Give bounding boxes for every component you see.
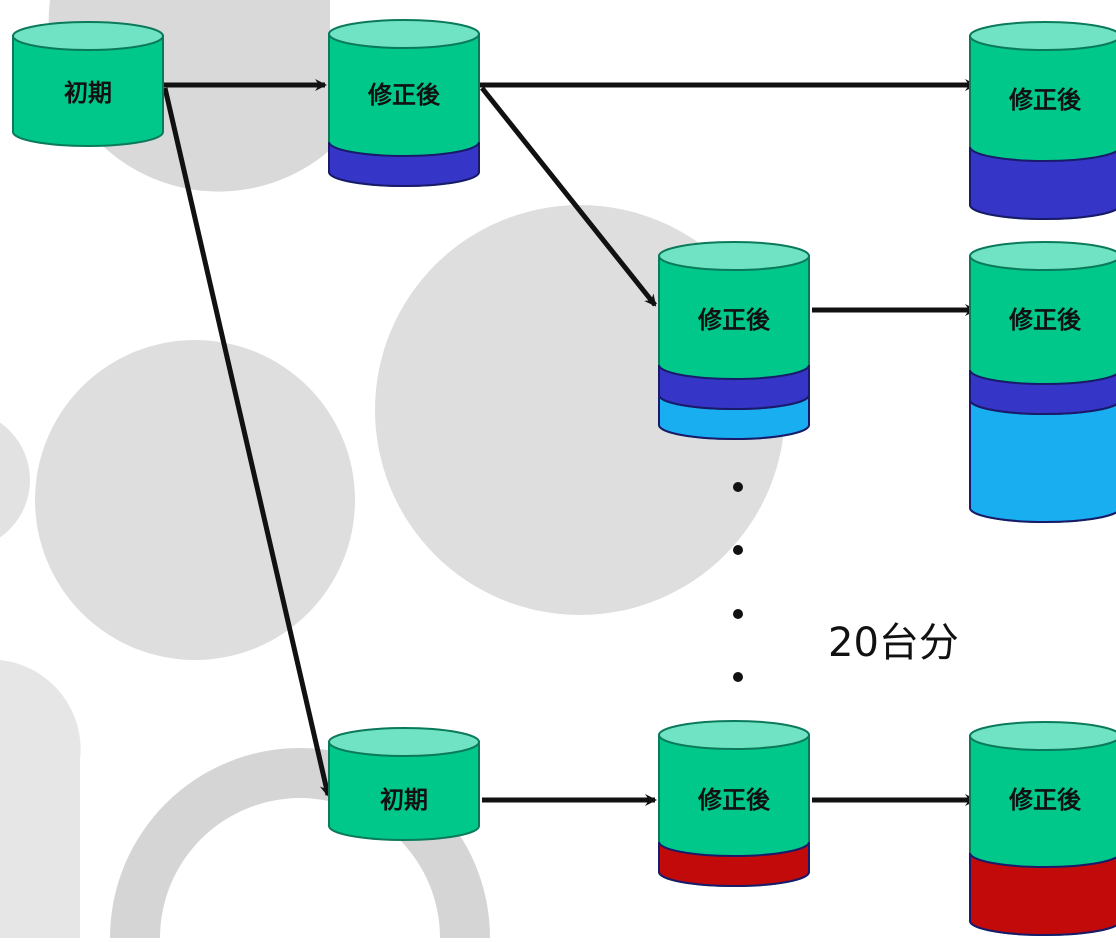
modified-label-top-right: 修正後 [1009, 86, 1081, 114]
modified-cylinder-mid-right-layer-1 [969, 399, 1116, 523]
modified-cylinder-2-layer-2 [658, 364, 810, 410]
modified-label-1: 修正後 [368, 81, 440, 109]
modified-cylinder-3-layer-1 [658, 841, 810, 887]
count-label: 20台分 [828, 620, 959, 666]
modified-cylinder-1-top [328, 19, 480, 49]
initial-cylinder-top-top [12, 21, 164, 51]
ellipsis-dot-1 [733, 482, 743, 492]
modified-cylinder-2 [658, 241, 810, 440]
ellipsis-dot-4 [733, 672, 743, 682]
background-ring-bottom-left [0, 660, 81, 938]
background-circle-left [35, 340, 355, 660]
modified-cylinder-bottom-right [969, 721, 1116, 936]
modified-cylinder-mid-right-layer-2 [969, 369, 1116, 415]
cylinders [12, 19, 1116, 936]
initial-cylinder-top [12, 21, 164, 147]
modified-cylinder-3 [658, 720, 810, 887]
modified-cylinder-mid-right-top [969, 241, 1116, 271]
background-circle-edge [0, 422, 30, 538]
arrow-modified-1-to-modified-2 [480, 86, 657, 307]
initial-cylinder-bottom-body [328, 741, 480, 841]
modified-cylinder-mid-right [969, 241, 1116, 523]
modified-cylinder-3-top [658, 720, 810, 750]
initial-label-bottom: 初期 [380, 786, 428, 814]
ellipsis-dot-3 [733, 609, 743, 619]
modified-label-3: 修正後 [698, 786, 770, 814]
ellipsis-dot-2 [733, 545, 743, 555]
arrow-initial-to-initial-bottom [162, 87, 332, 797]
arrows [162, 79, 977, 806]
initial-label-top: 初期 [64, 79, 112, 107]
modified-cylinder-1-layer-1 [328, 141, 480, 187]
modified-label-mid-right: 修正後 [1009, 306, 1081, 334]
initial-cylinder-bottom [328, 727, 480, 841]
modified-cylinder-bottom-right-layer-1 [969, 852, 1116, 936]
initial-cylinder-bottom-top [328, 727, 480, 757]
modified-cylinder-top-right-layer-1 [969, 146, 1116, 220]
modified-cylinder-top-right [969, 21, 1116, 220]
modified-cylinder-bottom-right-top [969, 721, 1116, 751]
modified-cylinder-2-top [658, 241, 810, 271]
modified-label-2: 修正後 [698, 306, 770, 334]
modified-cylinder-1 [328, 19, 480, 187]
modified-label-bottom-right: 修正後 [1009, 786, 1081, 814]
modified-cylinder-top-right-top [969, 21, 1116, 51]
initial-cylinder-top-body [12, 35, 164, 147]
